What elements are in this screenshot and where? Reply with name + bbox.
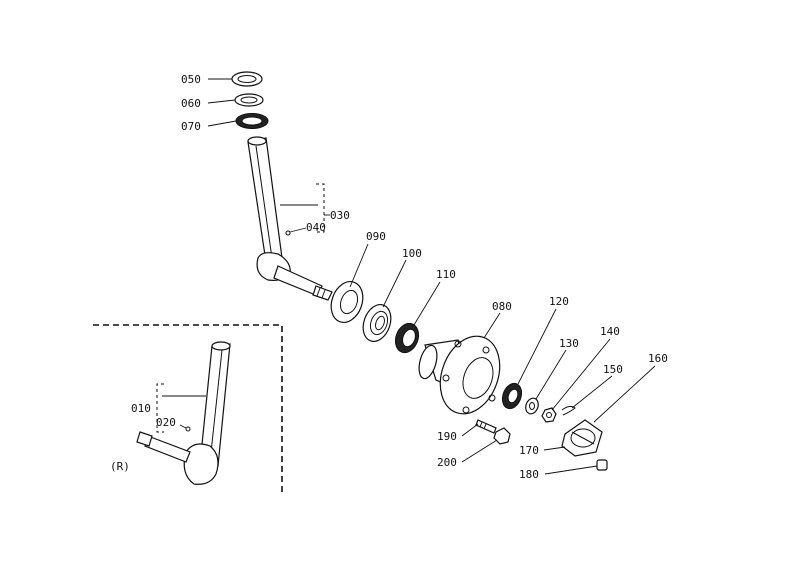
callout-020: 020 [156,416,176,429]
callout-120: 120 [549,295,569,308]
bearing-120 [501,382,523,410]
side-label: (R) [110,460,130,473]
callout-130: 130 [559,337,579,350]
callout-090: 090 [366,230,386,243]
callout-040: 040 [306,221,326,234]
washer-130 [525,397,539,415]
hub-080 [418,335,501,415]
washer-060 [234,93,264,107]
callout-010: 010 [131,402,151,415]
nut-200 [493,427,511,445]
plug-180 [596,459,608,471]
callout-190: 190 [437,430,457,443]
callout-070: 070 [181,120,201,133]
callout-180: 180 [519,468,539,481]
leader-lines [156,78,656,475]
hub-cap-160 [561,419,603,457]
inset-border [93,324,283,492]
callout-060: 060 [181,97,201,110]
seal-090 [330,281,364,323]
callout-200: 200 [437,456,457,469]
callout-100: 100 [402,247,422,260]
seal-070 [235,113,269,129]
bearing-110 [394,322,420,354]
callout-050: 050 [181,73,201,86]
stud-190 [475,419,497,434]
washer-050 [231,71,263,87]
callout-110: 110 [436,268,456,281]
callout-030: 030 [330,209,350,222]
callout-080: 080 [492,300,512,313]
callout-160: 160 [648,352,668,365]
bearing-100 [362,304,392,342]
callout-150: 150 [603,363,623,376]
knuckle-arm-030 [247,136,333,301]
cotter-pin-150 [561,405,576,416]
callout-140: 140 [600,325,620,338]
nut-140 [541,407,557,423]
knuckle-arm-010 [136,341,231,485]
callout-170: 170 [519,444,539,457]
